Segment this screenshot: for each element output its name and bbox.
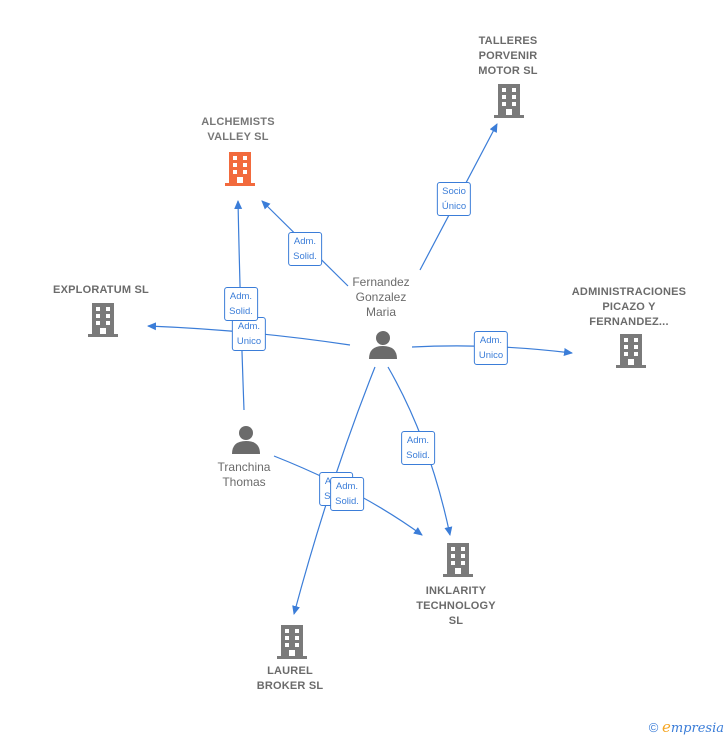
person-icon[interactable] xyxy=(368,329,398,359)
person-icon[interactable] xyxy=(231,424,261,454)
building-icon[interactable] xyxy=(615,334,647,368)
building-icon[interactable] xyxy=(87,303,119,337)
edge-label-socio-unico: Socio Único xyxy=(436,182,472,216)
company-label-exploratum[interactable]: EXPLORATUM SL xyxy=(53,284,149,296)
copyright-icon: © xyxy=(648,720,659,735)
building-icon[interactable] xyxy=(442,543,474,577)
footer-brand: © empresia xyxy=(649,718,724,736)
building-icon[interactable] xyxy=(494,84,524,118)
building-icon[interactable] xyxy=(276,625,308,659)
company-label-talleres[interactable]: TALLERES PORVENIR MOTOR SL xyxy=(478,35,538,77)
person-label-tranchina[interactable]: Tranchina Thomas xyxy=(217,460,271,489)
edge-label-adm-solid: Adm. Solid. xyxy=(401,431,435,465)
building-icon-highlight[interactable] xyxy=(224,152,256,186)
edge-label-adm-unico: Adm. Unico xyxy=(473,331,509,365)
company-label-administraciones[interactable]: ADMINISTRACIONES PICAZO Y FERNANDEZ... xyxy=(571,286,687,328)
company-label-inklarity[interactable]: INKLARITY TECHNOLOGY SL xyxy=(416,585,496,627)
edge-label-adm-solid: Adm. Solid. xyxy=(288,232,322,266)
edge-label-adm-unico: Adm. Unico xyxy=(231,317,267,351)
edge-label-adm-solid: Adm. Solid. xyxy=(224,287,258,321)
company-label-laurel[interactable]: LAUREL BROKER SL xyxy=(256,665,324,692)
edge-label-adm-solid: Adm. Solid. xyxy=(330,477,364,511)
brand-logo: empresia xyxy=(661,718,724,736)
person-label-fernandez[interactable]: Fernandez Gonzalez Maria xyxy=(352,275,410,319)
company-label-alchemists[interactable]: ALCHEMISTS VALLEY SL xyxy=(201,116,275,143)
